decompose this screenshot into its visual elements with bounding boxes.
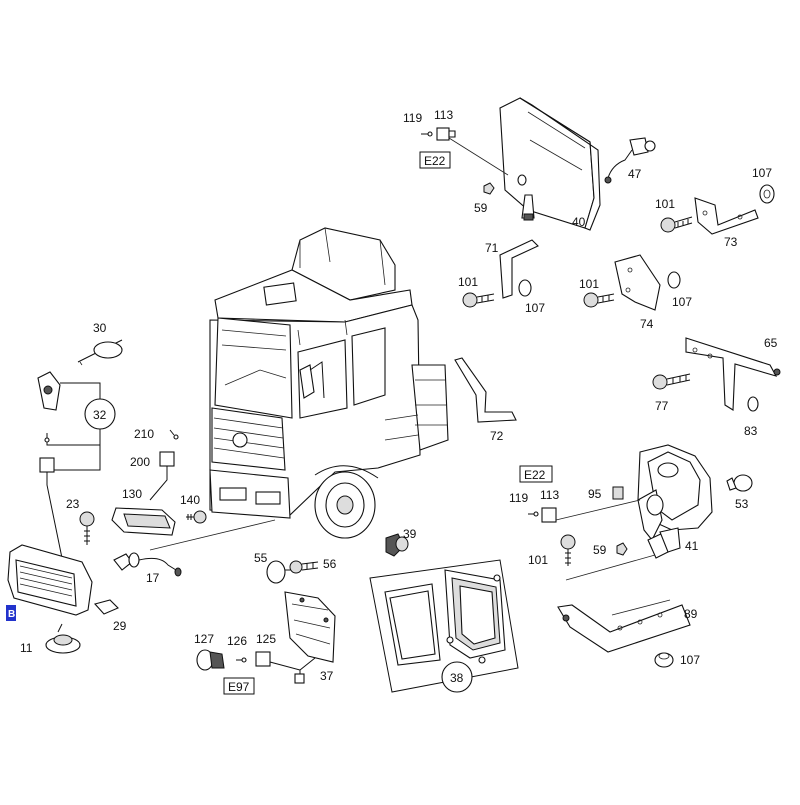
fog-lamp-group <box>6 339 123 654</box>
callout-107-c: 107 <box>672 295 692 309</box>
callout-59-mid: 59 <box>593 543 607 557</box>
callout-101-d: 101 <box>528 553 548 567</box>
callout-17: 17 <box>146 571 160 585</box>
callout-37: 37 <box>320 669 334 683</box>
callout-95: 95 <box>588 487 602 501</box>
callout-127: 127 <box>194 632 214 646</box>
callout-38-circle <box>441 661 473 693</box>
bracket-65-group <box>652 337 781 412</box>
callout-210: 210 <box>134 427 154 441</box>
callout-126: 126 <box>227 634 247 648</box>
callout-65: 65 <box>764 336 778 350</box>
callout-101-c: 101 <box>579 277 599 291</box>
side-marker-group <box>111 429 276 577</box>
callout-71: 71 <box>485 241 499 255</box>
callout-119-top: 119 <box>403 111 422 125</box>
callout-72: 72 <box>490 429 504 443</box>
callout-101-a: 101 <box>655 197 675 211</box>
e97-box <box>223 677 255 695</box>
truck-cab-drawing <box>209 227 449 539</box>
callout-140: 140 <box>180 493 200 507</box>
callout-32: 32 <box>93 408 107 422</box>
callout-23: 23 <box>66 497 80 511</box>
callout-40: 40 <box>572 215 586 229</box>
b-marker-label: B <box>8 609 15 620</box>
callout-e22-top: E22 <box>424 154 446 168</box>
callout-59-top: 59 <box>474 201 488 215</box>
center-parts-group <box>196 533 409 684</box>
callout-56: 56 <box>323 557 337 571</box>
callout-113-top: 113 <box>434 108 453 122</box>
callout-200: 200 <box>130 455 150 469</box>
callout-30: 30 <box>93 321 107 335</box>
callout-labels: 119 113 E22 47 59 40 107 101 73 71 101 1… <box>8 108 778 695</box>
plate-89-group <box>557 599 691 668</box>
mirror-glass-group <box>369 559 519 693</box>
callout-119-mid: 119 <box>509 491 528 505</box>
callout-83: 83 <box>744 424 758 438</box>
callout-e97: E97 <box>228 680 250 694</box>
e22-box-mid <box>519 465 553 483</box>
callout-125: 125 <box>256 632 276 646</box>
callout-53: 53 <box>735 497 749 511</box>
callout-107-b: 107 <box>525 301 545 315</box>
callout-73: 73 <box>724 235 738 249</box>
callout-74: 74 <box>640 317 654 331</box>
callout-107-d: 107 <box>680 653 700 667</box>
mounting-brackets-group <box>462 184 775 311</box>
e22-box-top <box>419 151 451 169</box>
callout-38: 38 <box>450 671 464 685</box>
callout-47: 47 <box>628 167 642 181</box>
callout-e22-mid: E22 <box>524 468 546 482</box>
callout-89: 89 <box>684 607 698 621</box>
callout-113-mid: 113 <box>540 488 559 502</box>
bracket-72-group <box>454 357 517 423</box>
callout-130: 130 <box>122 487 142 501</box>
callout-11: 11 <box>20 641 33 655</box>
callout-29: 29 <box>113 619 127 633</box>
callout-32-circle <box>84 398 116 430</box>
beacon-lamp-group <box>528 444 753 581</box>
callout-107-a: 107 <box>752 166 772 180</box>
callout-39: 39 <box>403 527 417 541</box>
callout-55: 55 <box>254 551 268 565</box>
callout-77: 77 <box>655 399 669 413</box>
callout-101-b: 101 <box>458 275 478 289</box>
callout-41: 41 <box>685 539 699 553</box>
work-lamp-group <box>421 97 656 231</box>
b-marker <box>6 605 16 621</box>
